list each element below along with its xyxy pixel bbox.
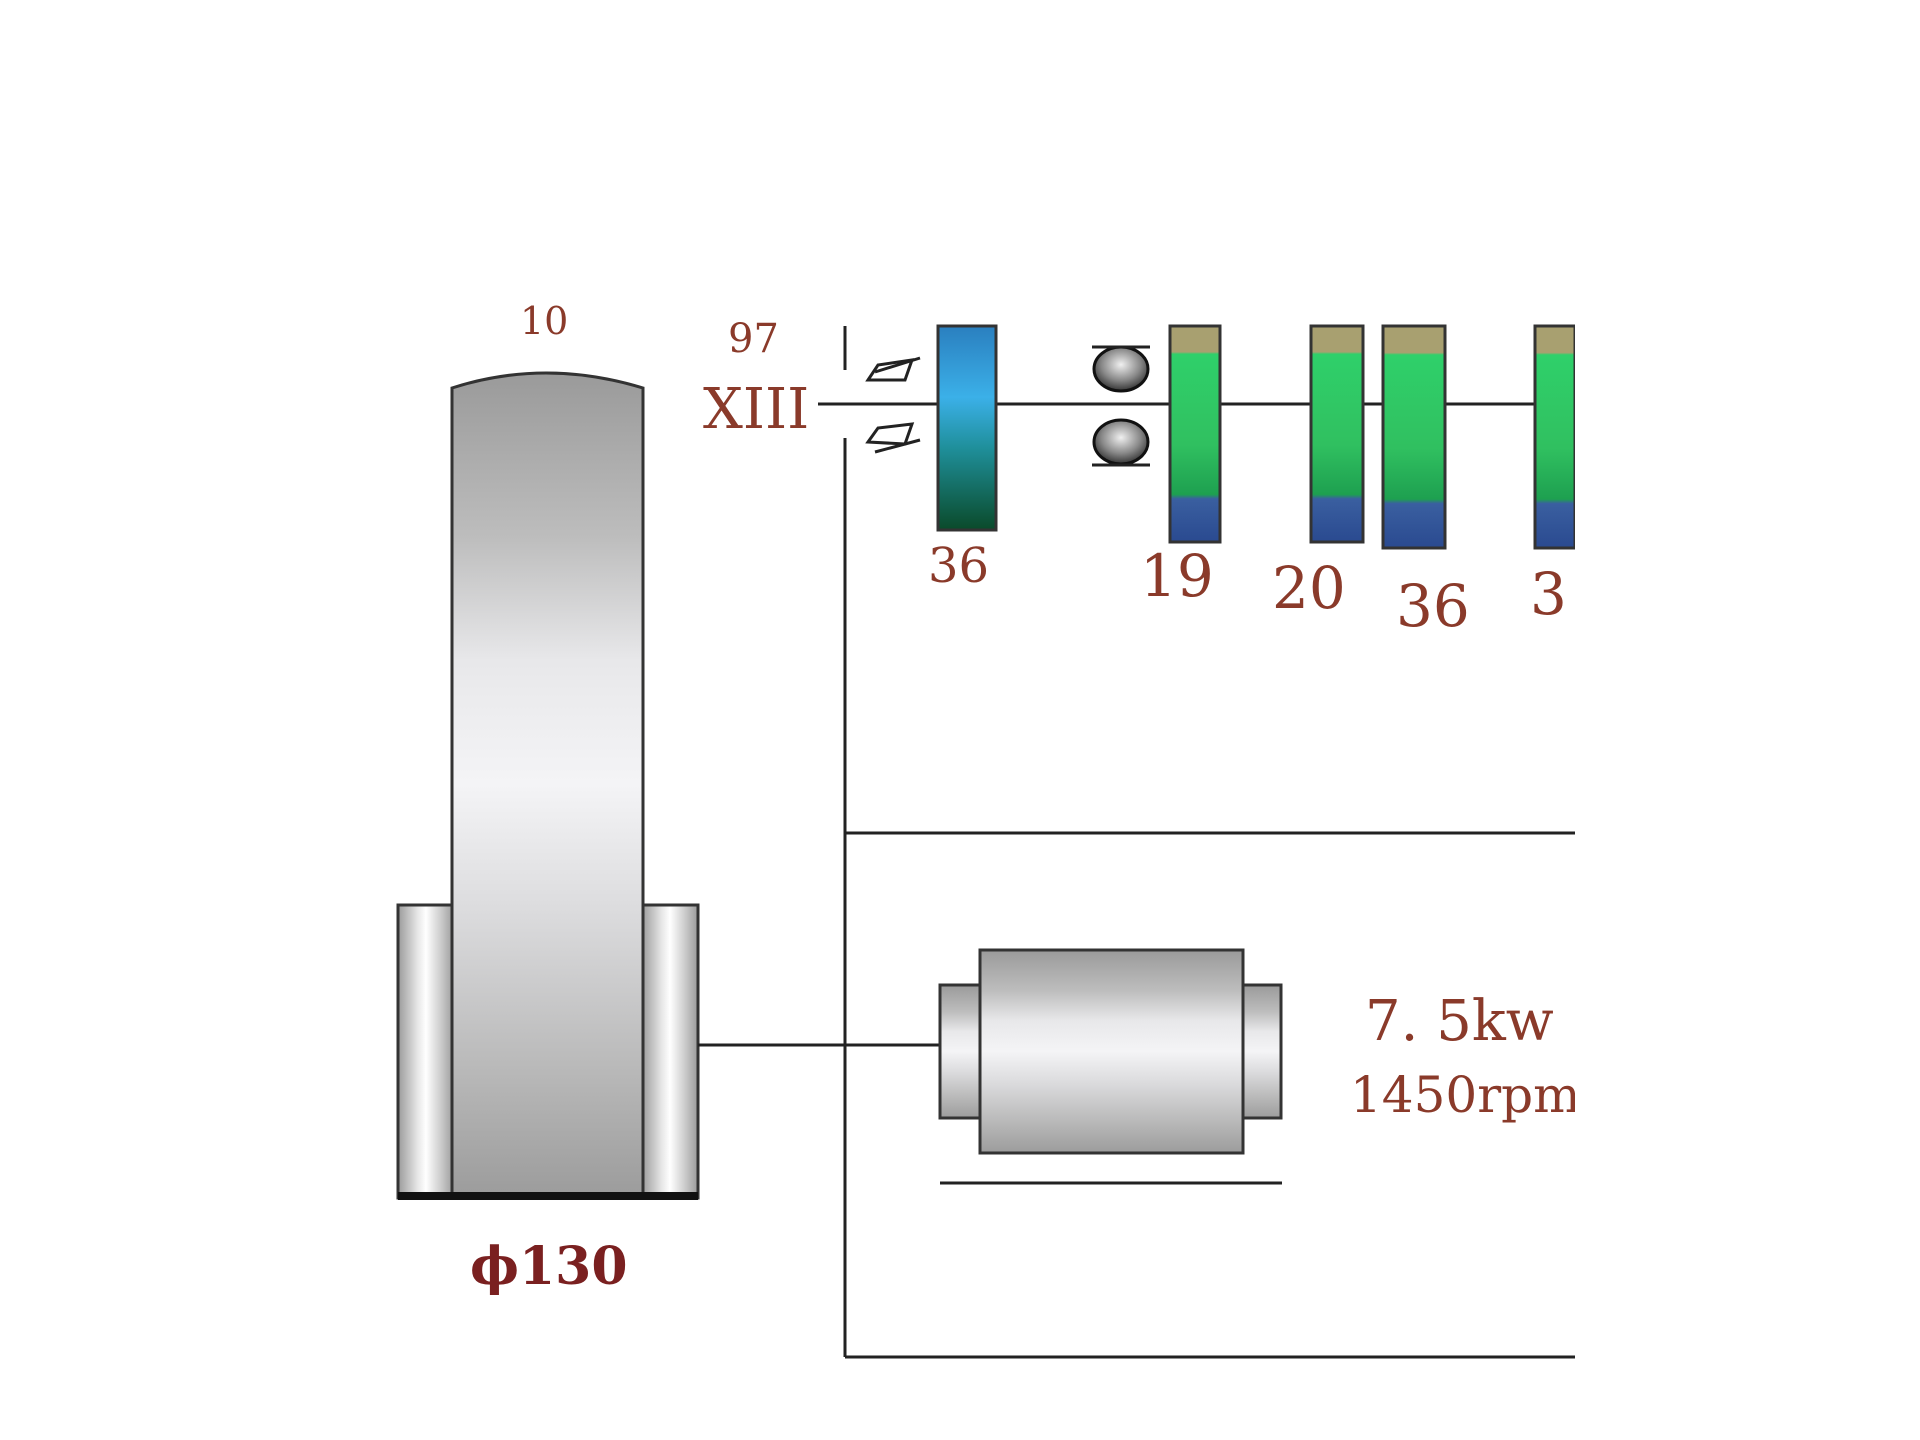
gear-3-teeth: 20 [1272, 554, 1346, 622]
gear-2-teeth: 19 [1140, 542, 1214, 610]
motor-power: 7. 5kw [1365, 989, 1554, 1054]
gear-5-teeth: 3 [1530, 560, 1567, 628]
crop-mask [1575, 300, 1920, 1440]
motor-body [978, 948, 1245, 1155]
bearing-top [1092, 345, 1150, 393]
shaft-lines [698, 326, 1575, 1359]
gear-green-1 [1168, 324, 1222, 544]
bearing-bottom [1092, 418, 1150, 466]
gear-green-2 [1309, 324, 1365, 544]
motor-end-left [938, 983, 982, 1120]
top-mask [0, 0, 1920, 324]
motor-end-right [1241, 983, 1283, 1120]
clutch-jaw-bottom [865, 422, 915, 446]
bearing-pair [1092, 345, 1150, 467]
pulley-top-number: 10 [520, 299, 568, 343]
pulley-base [398, 1192, 698, 1200]
gear-green-3 [1381, 324, 1447, 550]
shaft-roman-label: XIII [703, 377, 809, 442]
pulley-wheel [450, 371, 645, 1198]
clutch-symbol [865, 356, 921, 454]
gear-blue [936, 324, 998, 532]
pulley-diameter: ϕ130 [470, 1236, 628, 1297]
electric-motor [938, 948, 1283, 1155]
large-pulley [396, 371, 700, 1200]
gear-green-4 [1533, 324, 1577, 550]
label-crop-mask [1575, 1060, 1920, 1140]
shaft-top-number: 97 [728, 316, 779, 362]
gear-1-teeth: 36 [928, 538, 989, 594]
pulley-hub-right [640, 903, 700, 1200]
pulley-hub-left [396, 903, 456, 1200]
gear-4-teeth: 36 [1396, 572, 1470, 640]
motor-speed: 1450rpm [1350, 1066, 1581, 1124]
